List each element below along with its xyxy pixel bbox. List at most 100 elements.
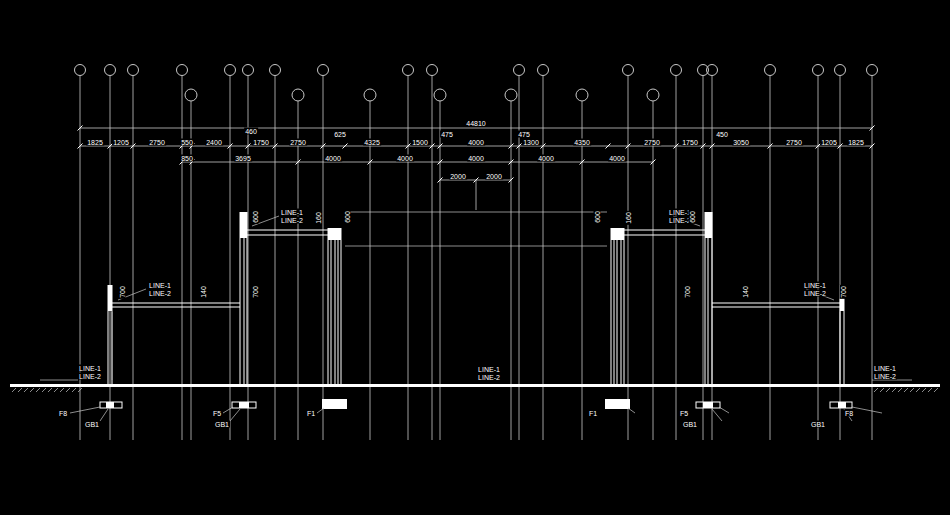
dimension-label-holder: 700 (840, 285, 847, 299)
ground-hatch (60, 388, 64, 392)
dimension-text: 4000 (467, 155, 485, 162)
dimension-text: 460 (244, 128, 258, 135)
ground-hatch (54, 388, 58, 392)
dimension-label-holder: 550 (180, 139, 194, 146)
dimension-label-holder: 625 (333, 131, 347, 138)
dimension-label-holder: 460 (244, 128, 258, 135)
dimension-label-holder: 1205 (820, 139, 838, 146)
leader-line (852, 407, 882, 413)
dimension-label-holder: 4325 (363, 139, 381, 146)
dimension-text: 1825 (847, 139, 865, 146)
dimension-label-holder: 1205 (112, 139, 130, 146)
column-line (611, 228, 612, 384)
dimension-text: 2750 (289, 139, 307, 146)
dimension-text: 2750 (643, 139, 661, 146)
axis-bubble (647, 89, 659, 101)
column-line (621, 228, 622, 384)
dimension-label-holder: LINE-1 (78, 365, 102, 372)
axis-bubble (292, 89, 304, 101)
dimension-label-holder: 1825 (847, 139, 865, 146)
leader-line (628, 408, 635, 413)
dimension-label-holder: 1750 (681, 139, 699, 146)
dimension-tick (580, 160, 585, 165)
dimension-text: 4000 (396, 155, 414, 162)
footing (696, 402, 720, 408)
ground-hatch (922, 388, 926, 392)
axis-bubble (835, 65, 846, 76)
dimension-text: 3050 (732, 139, 750, 146)
dimension-label-holder: 3050 (732, 139, 750, 146)
dimension-text: 2750 (148, 139, 166, 146)
axis-bubble (128, 65, 139, 76)
footing (605, 399, 630, 409)
level-line (345, 212, 607, 213)
dimension-tick (131, 144, 136, 149)
dimension-tick (296, 160, 301, 165)
leader-line (70, 407, 100, 413)
dimension-text: 475 (440, 131, 454, 138)
dimension-label-holder: 2400 (205, 139, 223, 146)
dimension-label-holder: 700 (252, 285, 259, 299)
ground-hatch (874, 388, 878, 392)
column-line (624, 228, 625, 384)
leader-line (719, 407, 729, 413)
dimension-label-holder: LINE-1 (477, 366, 501, 373)
axis-bubble (270, 65, 281, 76)
drawing-label: F5 (679, 410, 689, 417)
dimension-tick (674, 144, 679, 149)
dimension-tick (438, 144, 443, 149)
dimension-tick (710, 144, 715, 149)
dimension-text: 700 (840, 285, 847, 299)
beam-line (247, 234, 328, 235)
drawing-label: GB1 (214, 421, 230, 428)
footing (830, 402, 852, 408)
dimension-text: 700 (252, 285, 259, 299)
ground-hatch (66, 388, 70, 392)
dimension-text: 4000 (608, 155, 626, 162)
dimension-text: 700 (684, 285, 691, 299)
dimension-text: 700 (119, 285, 126, 299)
column-line (338, 228, 339, 384)
axis-bubble (707, 65, 718, 76)
dimension-tick (509, 160, 514, 165)
column-line (328, 228, 329, 384)
dimension-text: 160 (315, 211, 322, 225)
dimension-label-holder: GB1 (682, 421, 698, 428)
column-line (617, 228, 618, 384)
extension-line (840, 312, 841, 380)
dimension-text: 4350 (573, 139, 591, 146)
leader-line (872, 380, 912, 381)
drawing-label: GB1 (810, 421, 826, 428)
beam-line (712, 302, 840, 303)
ground-hatch (910, 388, 914, 392)
axis-bubble (243, 65, 254, 76)
dimension-text: 2000 (485, 173, 503, 180)
grid-axis-line (370, 101, 371, 440)
dimension-label-holder: 3695 (234, 155, 252, 162)
dimension-label-holder: 475 (517, 131, 531, 138)
dimension-label-holder: 700 (119, 285, 126, 299)
dimension-text: 160 (625, 211, 632, 225)
ground-hatch (42, 388, 46, 392)
dimension-label-holder: 2000 (485, 173, 503, 180)
leader-line (40, 380, 78, 381)
dimension-label-holder: LINE-1 (873, 365, 897, 372)
column-head (705, 212, 712, 238)
dimension-text: 140 (742, 285, 749, 299)
dimension-label-holder: 2750 (289, 139, 307, 146)
drawing-label: GB1 (682, 421, 698, 428)
dimension-label-holder: 1825 (86, 139, 104, 146)
dimension-text: 600 (344, 210, 351, 224)
ground-hatch (78, 388, 82, 392)
dimension-text: 4000 (537, 155, 555, 162)
dimension-text: 450 (715, 131, 729, 138)
dimension-tick (430, 144, 435, 149)
dimension-tick (651, 160, 656, 165)
beam-line (624, 229, 705, 230)
footing (322, 399, 347, 409)
dimension-label-holder: 1300 (522, 139, 540, 146)
dimension-text: 1300 (522, 139, 540, 146)
axis-bubble (185, 89, 197, 101)
drawing-label: LINE-1 (78, 365, 102, 372)
